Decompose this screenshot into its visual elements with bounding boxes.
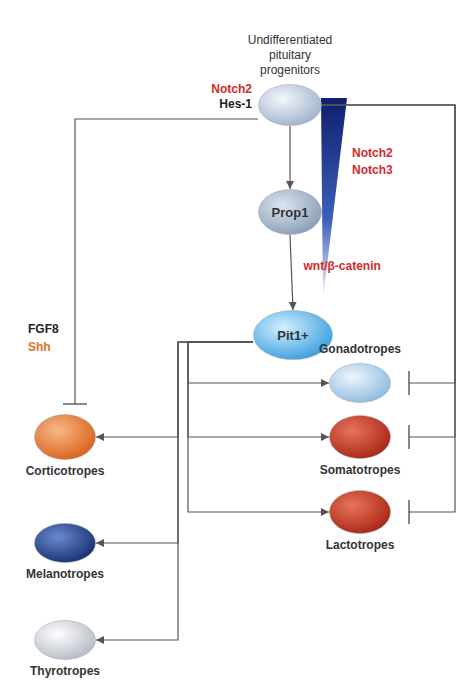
- inhibition-bar: [408, 425, 409, 449]
- gonadotrope-cell: Gonadotropes: [329, 363, 391, 403]
- cell-outline: [35, 415, 96, 460]
- inhibition-bar: [408, 500, 409, 524]
- cell-outline: [259, 190, 322, 235]
- connector: [63, 119, 258, 404]
- connector: [290, 235, 293, 310]
- inhibition-bar: [63, 403, 87, 404]
- cell-label: Lactotropes: [326, 538, 395, 553]
- connector-line: [188, 342, 329, 512]
- cell-label: Somatotropes: [320, 463, 401, 478]
- connector: [96, 342, 253, 543]
- corticotrope-cell: Corticotropes: [34, 414, 96, 460]
- connector-line: [290, 235, 293, 310]
- lactotrope-cell: Lactotropes: [329, 490, 391, 534]
- connector-line: [322, 105, 455, 512]
- cell-shape: [329, 363, 391, 403]
- connector-line: [75, 119, 258, 404]
- prop1-cell: Prop1: [258, 189, 322, 235]
- connector: [322, 105, 455, 449]
- cell-shape: [329, 490, 391, 534]
- connector: [96, 342, 253, 640]
- melanotrope-cell: Melanotropes: [34, 523, 96, 563]
- cell-label: Melanotropes: [26, 567, 104, 582]
- signal-name: Shh: [28, 340, 51, 355]
- connector: [290, 126, 291, 189]
- signal-name: Notch2: [352, 146, 393, 161]
- connector-line: [289, 126, 290, 189]
- cell-label: Prop1: [272, 205, 309, 220]
- signal-name: Notch3: [352, 163, 393, 178]
- signal-name: FGF8: [28, 322, 59, 337]
- cell-label: Corticotropes: [26, 464, 105, 479]
- thyrotrope-cell: Thyrotropes: [34, 620, 96, 660]
- cell-outline: [35, 621, 96, 660]
- connector-line: [96, 342, 253, 640]
- cell-shape: [34, 414, 96, 460]
- cell-shape: [34, 523, 96, 563]
- connector: [96, 342, 253, 437]
- cell-label: Pit1+: [277, 328, 308, 343]
- edge-label: wnt/β-catenin: [304, 259, 381, 274]
- connector: [188, 342, 329, 512]
- connector-line: [322, 105, 455, 383]
- cell-label: Gonadotropes: [319, 342, 401, 357]
- cell-outline: [35, 524, 96, 563]
- cell-label: Thyrotropes: [30, 664, 100, 679]
- cell-outline: [330, 364, 391, 403]
- somatotrope-cell: Somatotropes: [329, 415, 391, 459]
- connector-line: [96, 342, 253, 543]
- connector: [322, 105, 455, 524]
- cell-outline: [259, 85, 322, 126]
- cell-shape: [258, 84, 322, 126]
- cell-outline: [330, 416, 391, 459]
- progenitor-cell: Undifferentiated pituitary progenitors: [258, 84, 322, 126]
- cell-shape: [329, 415, 391, 459]
- cell-shape: [34, 620, 96, 660]
- inhibition-bar: [408, 371, 409, 395]
- cell-label: Undifferentiated pituitary progenitors: [240, 33, 340, 78]
- cell-outline: [330, 491, 391, 534]
- signal-name: Notch2: [211, 82, 252, 97]
- signal-name: Hes-1: [219, 97, 252, 112]
- connector-line: [96, 342, 253, 437]
